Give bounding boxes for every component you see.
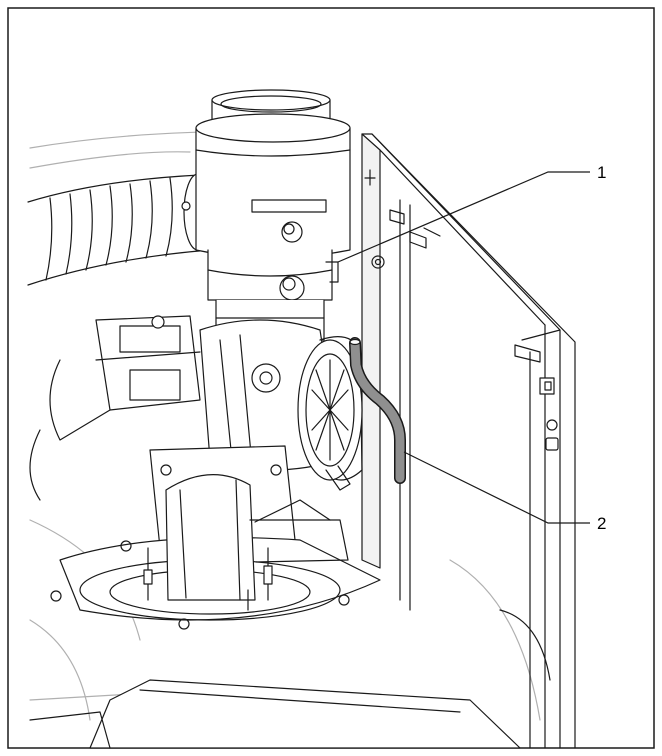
hose [349,337,406,484]
callout-label-2: 2 [597,514,606,533]
ignition-electrodes [143,547,273,611]
heat-exchanger-cover [29,609,551,749]
callout-2: 2 [403,451,606,533]
leader-line-2 [403,451,590,524]
gas-valve [29,315,201,501]
mixing-chamber [165,474,349,601]
callout-1: 1 [337,163,606,263]
callout-label-1: 1 [597,163,606,182]
leader-line-1 [337,171,590,263]
fan-motor-grille [297,339,363,491]
housing-side-panel [361,133,576,749]
